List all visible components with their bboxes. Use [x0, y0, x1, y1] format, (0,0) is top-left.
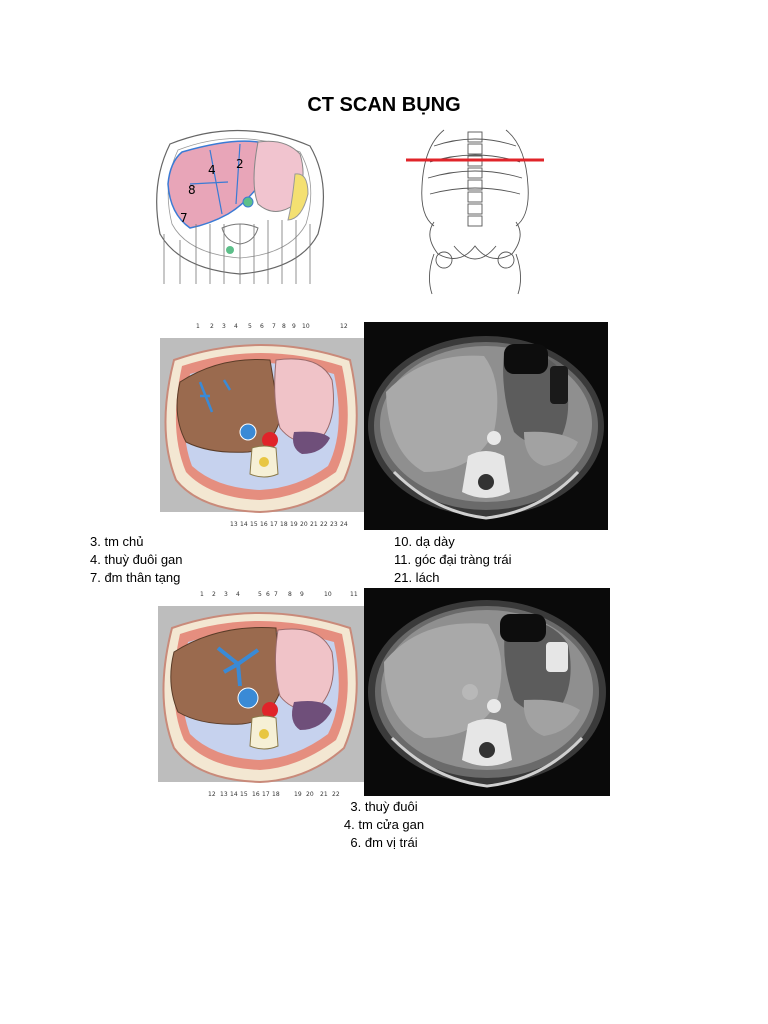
- svg-text:16: 16: [252, 791, 260, 798]
- svg-text:4: 4: [236, 591, 240, 598]
- diagram2-top-numbers: 1 2 3 4 5 6 7 8 9 10 11: [200, 591, 358, 598]
- svg-text:22: 22: [320, 521, 328, 528]
- svg-text:2: 2: [212, 591, 216, 598]
- svg-text:2: 2: [210, 323, 214, 330]
- svg-text:13: 13: [230, 521, 238, 528]
- svg-text:11: 11: [350, 591, 358, 598]
- svg-text:12: 12: [208, 791, 216, 798]
- svg-text:17: 17: [262, 791, 270, 798]
- label-7: 7: [180, 211, 188, 225]
- svg-text:5: 5: [248, 323, 252, 330]
- spleen-region: [287, 173, 309, 221]
- svg-text:6: 6: [266, 591, 270, 598]
- svg-text:8: 8: [282, 323, 286, 330]
- svg-text:24: 24: [340, 521, 348, 528]
- stomach-pink: [274, 628, 334, 710]
- anatomy-diagram-2: 1 2 3 4 5 6 7 8 9 10 11 12 13 14 15 16 1…: [158, 591, 364, 798]
- ct-scan-image-2: [364, 588, 610, 796]
- caption-line: 11. góc đại tràng trái: [394, 552, 512, 567]
- caption-line: 10. dạ dày: [394, 534, 455, 549]
- svg-text:16: 16: [260, 521, 268, 528]
- svg-text:10: 10: [302, 323, 310, 330]
- stomach-pink: [274, 358, 334, 443]
- aorta-red: [262, 432, 278, 448]
- label-4: 4: [208, 163, 216, 177]
- svg-text:10: 10: [324, 591, 332, 598]
- caption-line: 4. tm cửa gan: [343, 817, 425, 832]
- page-title: CT SCAN BỤNG: [307, 94, 461, 116]
- svg-text:7: 7: [272, 323, 276, 330]
- svg-text:6: 6: [260, 323, 264, 330]
- ct-scan-image-1: [364, 322, 608, 530]
- svg-text:8: 8: [288, 591, 292, 598]
- ivc-blue: [239, 423, 257, 441]
- label-8: 8: [188, 183, 196, 197]
- caption-block-right: 10. dạ dày 11. góc đại tràng trái 21. lá…: [394, 533, 512, 587]
- caption-line: 3. thuỳ đuôi: [350, 799, 418, 814]
- svg-text:22: 22: [332, 791, 340, 798]
- diagram2-bottom-numbers: 12 13 14 15 16 17 18 19 20 21 22: [208, 791, 340, 798]
- svg-text:14: 14: [230, 791, 238, 798]
- svg-text:13: 13: [220, 791, 228, 798]
- svg-text:21: 21: [320, 791, 328, 798]
- svg-text:18: 18: [272, 791, 280, 798]
- svg-text:1: 1: [196, 323, 200, 330]
- label-2: 2: [236, 157, 244, 171]
- svg-text:15: 15: [250, 521, 258, 528]
- caption-line: 3. tm chủ: [90, 534, 144, 549]
- svg-text:17: 17: [270, 521, 278, 528]
- svg-text:7: 7: [274, 591, 278, 598]
- svg-text:12: 12: [340, 323, 348, 330]
- svg-text:20: 20: [306, 791, 314, 798]
- svg-text:3: 3: [222, 323, 226, 330]
- axial-sketch-figure: 2 4 8 7: [156, 129, 325, 284]
- vessel-green: [242, 196, 254, 208]
- ivc-blue: [237, 687, 259, 709]
- diagram1-top-numbers: 1 2 3 4 5 6 7 8 9 10 12: [196, 323, 348, 330]
- svg-text:23: 23: [330, 521, 338, 528]
- svg-text:5: 5: [258, 591, 262, 598]
- svg-text:19: 19: [294, 791, 302, 798]
- diagram1-bottom-numbers: 13 14 15 16 17 18 19 20 21 22 23 24: [230, 521, 348, 528]
- anatomy-diagram-1: 1 2 3 4 5 6 7 8 9 10 12 13 14 15 16 17 1…: [160, 323, 364, 528]
- svg-text:18: 18: [280, 521, 288, 528]
- skeleton-slice-figure: [406, 129, 544, 295]
- svg-text:20: 20: [300, 521, 308, 528]
- caption-block-center: 3. thuỳ đuôi 4. tm cửa gan 6. đm vị trái: [284, 798, 484, 852]
- caption-line: 6. đm vị trái: [350, 835, 418, 850]
- aorta-red: [262, 702, 278, 718]
- liver-region: [167, 140, 261, 229]
- svg-text:21: 21: [310, 521, 318, 528]
- svg-text:9: 9: [300, 591, 304, 598]
- svg-text:1: 1: [200, 591, 204, 598]
- svg-text:3: 3: [224, 591, 228, 598]
- caption-line: 7. đm thân tạng: [90, 570, 181, 585]
- caption-line: 4. thuỳ đuôi gan: [90, 552, 183, 567]
- svg-text:19: 19: [290, 521, 298, 528]
- svg-text:4: 4: [234, 323, 238, 330]
- svg-text:9: 9: [292, 323, 296, 330]
- svg-text:14: 14: [240, 521, 248, 528]
- svg-text:15: 15: [240, 791, 248, 798]
- caption-line: 21. lách: [394, 570, 440, 585]
- caption-block-left: 3. tm chủ 4. thuỳ đuôi gan 7. đm thân tạ…: [90, 533, 183, 587]
